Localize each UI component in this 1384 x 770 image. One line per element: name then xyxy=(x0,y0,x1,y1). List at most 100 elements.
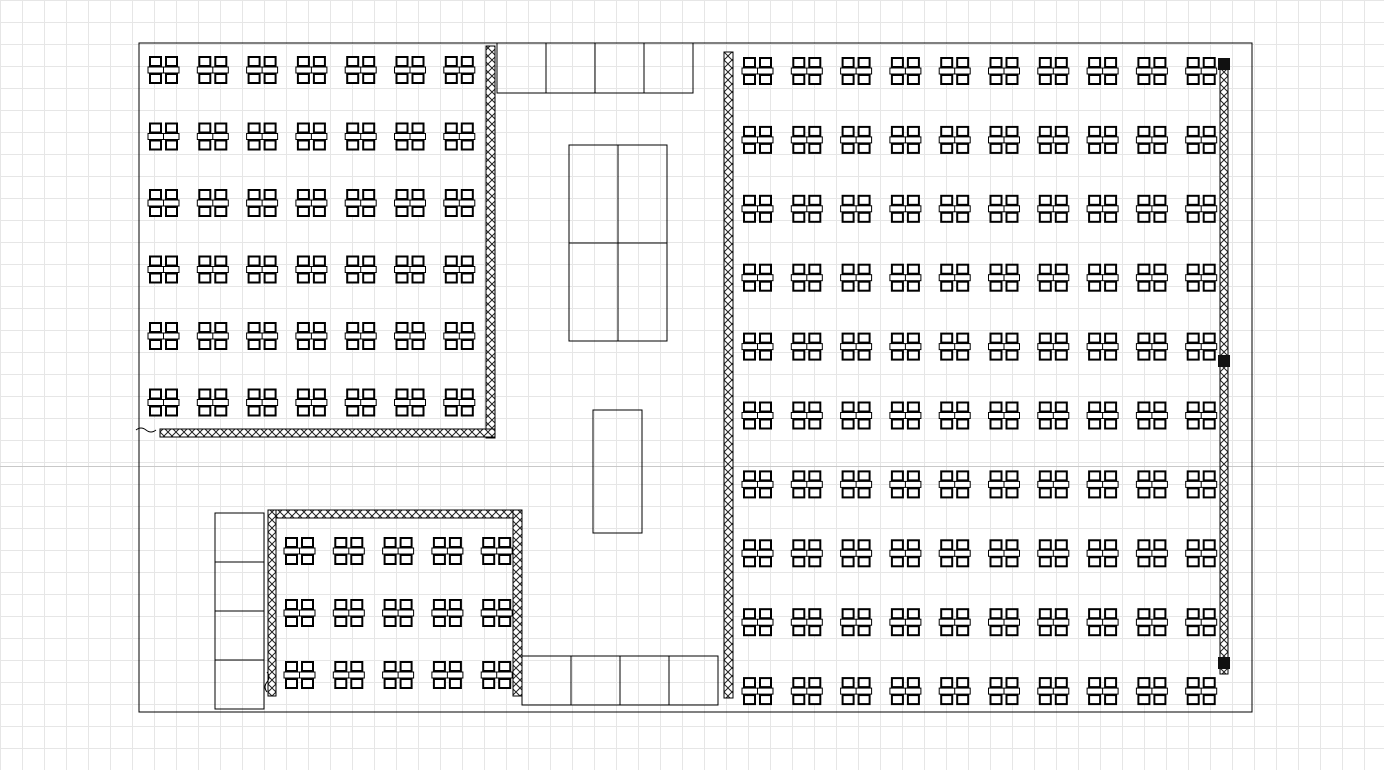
chair-seat xyxy=(1040,334,1050,342)
seating-pod xyxy=(741,57,774,85)
chair-seat xyxy=(1204,472,1214,480)
chair-seat xyxy=(1007,472,1017,480)
chair-seat xyxy=(761,420,770,428)
chair-seat xyxy=(216,124,226,132)
chair-seat xyxy=(450,556,460,563)
chair-seat xyxy=(1204,403,1214,411)
seating-pod xyxy=(1086,539,1119,568)
chair-seat xyxy=(843,610,853,618)
table xyxy=(643,42,694,94)
seating-pod xyxy=(988,194,1020,223)
seating-pod xyxy=(1135,677,1168,706)
seating-pod xyxy=(988,608,1020,637)
chair-seat xyxy=(1155,420,1165,428)
chair-seat xyxy=(200,390,210,398)
chair-seat xyxy=(364,274,374,282)
seating-pod xyxy=(1086,608,1119,637)
chair-seat xyxy=(216,141,226,149)
chair-seat xyxy=(397,191,407,198)
chair-seat xyxy=(991,144,1001,152)
chair-seat xyxy=(1204,489,1214,497)
chair-seat xyxy=(364,341,374,348)
chair-seat xyxy=(167,124,176,132)
chair-seat xyxy=(200,324,210,331)
chair-seat xyxy=(336,680,346,687)
chair-seat xyxy=(303,601,312,608)
chair-seat xyxy=(1056,76,1066,83)
seating-pod xyxy=(295,189,328,217)
seating-pod xyxy=(741,539,774,568)
chair-seat xyxy=(1188,541,1198,549)
chair-seat xyxy=(287,618,296,625)
chair-seat xyxy=(991,265,1001,273)
chair-seat xyxy=(397,124,407,132)
chair-seat xyxy=(167,407,176,415)
seating-pod xyxy=(1086,194,1119,223)
chair-seat xyxy=(1056,144,1066,152)
seating-pod xyxy=(443,56,476,84)
chair-seat xyxy=(942,420,952,428)
chair-seat xyxy=(1106,610,1116,618)
seating-pod xyxy=(344,122,377,151)
chair-seat xyxy=(500,618,510,625)
chair-seat xyxy=(1188,403,1198,411)
chair-seat xyxy=(942,59,952,66)
chair-seat xyxy=(348,407,358,415)
chair-seat xyxy=(265,407,275,415)
chair-seat xyxy=(908,144,918,152)
chair-seat xyxy=(859,541,869,549)
table xyxy=(214,512,265,563)
chair-seat xyxy=(745,403,754,411)
chair-seat xyxy=(1040,351,1050,359)
seating-pod xyxy=(840,125,873,154)
seating-pod xyxy=(332,661,365,689)
seating-pod xyxy=(295,56,328,84)
seating-pod xyxy=(790,194,823,223)
chair-seat xyxy=(892,472,902,480)
seating-pod xyxy=(840,263,873,292)
chair-seat xyxy=(794,144,804,152)
chair-seat xyxy=(462,274,472,282)
chair-seat xyxy=(892,679,902,687)
chair-seat xyxy=(462,141,472,149)
chair-seat xyxy=(810,472,820,480)
chair-seat xyxy=(434,556,444,563)
seating-pod xyxy=(938,57,971,85)
chair-seat xyxy=(859,679,869,687)
chair-seat xyxy=(745,696,754,704)
seating-pod xyxy=(840,470,873,499)
seating-pod xyxy=(1037,194,1070,223)
seating-pod xyxy=(443,122,476,151)
chair-seat xyxy=(1155,472,1165,480)
chair-seat xyxy=(401,601,411,608)
chair-seat xyxy=(446,324,456,331)
seating-pod xyxy=(938,194,971,223)
chair-seat xyxy=(794,420,804,428)
chair-seat xyxy=(500,680,510,687)
seating-pod xyxy=(741,470,774,499)
chair-seat xyxy=(1040,489,1050,497)
chair-seat xyxy=(1139,610,1149,618)
chair-seat xyxy=(298,208,308,215)
seating-pod xyxy=(283,537,316,565)
seating-pod xyxy=(840,608,873,637)
chair-seat xyxy=(1106,420,1116,428)
chair-seat xyxy=(745,472,754,480)
chair-seat xyxy=(446,208,456,215)
chair-seat xyxy=(303,556,312,563)
chair-seat xyxy=(397,257,407,265)
chair-seat xyxy=(1188,627,1198,635)
chair-seat xyxy=(348,274,358,282)
chair-seat xyxy=(810,213,820,221)
chair-seat xyxy=(462,124,472,132)
chair-seat xyxy=(745,265,754,273)
chair-seat xyxy=(151,141,160,149)
chair-seat xyxy=(892,282,902,290)
chair-seat xyxy=(1139,76,1149,83)
seating-pod xyxy=(246,322,279,350)
chair-seat xyxy=(1090,420,1100,428)
chair-seat xyxy=(450,618,460,625)
chair-seat xyxy=(794,558,804,566)
chair-seat xyxy=(745,627,754,635)
chair-seat xyxy=(1188,420,1198,428)
